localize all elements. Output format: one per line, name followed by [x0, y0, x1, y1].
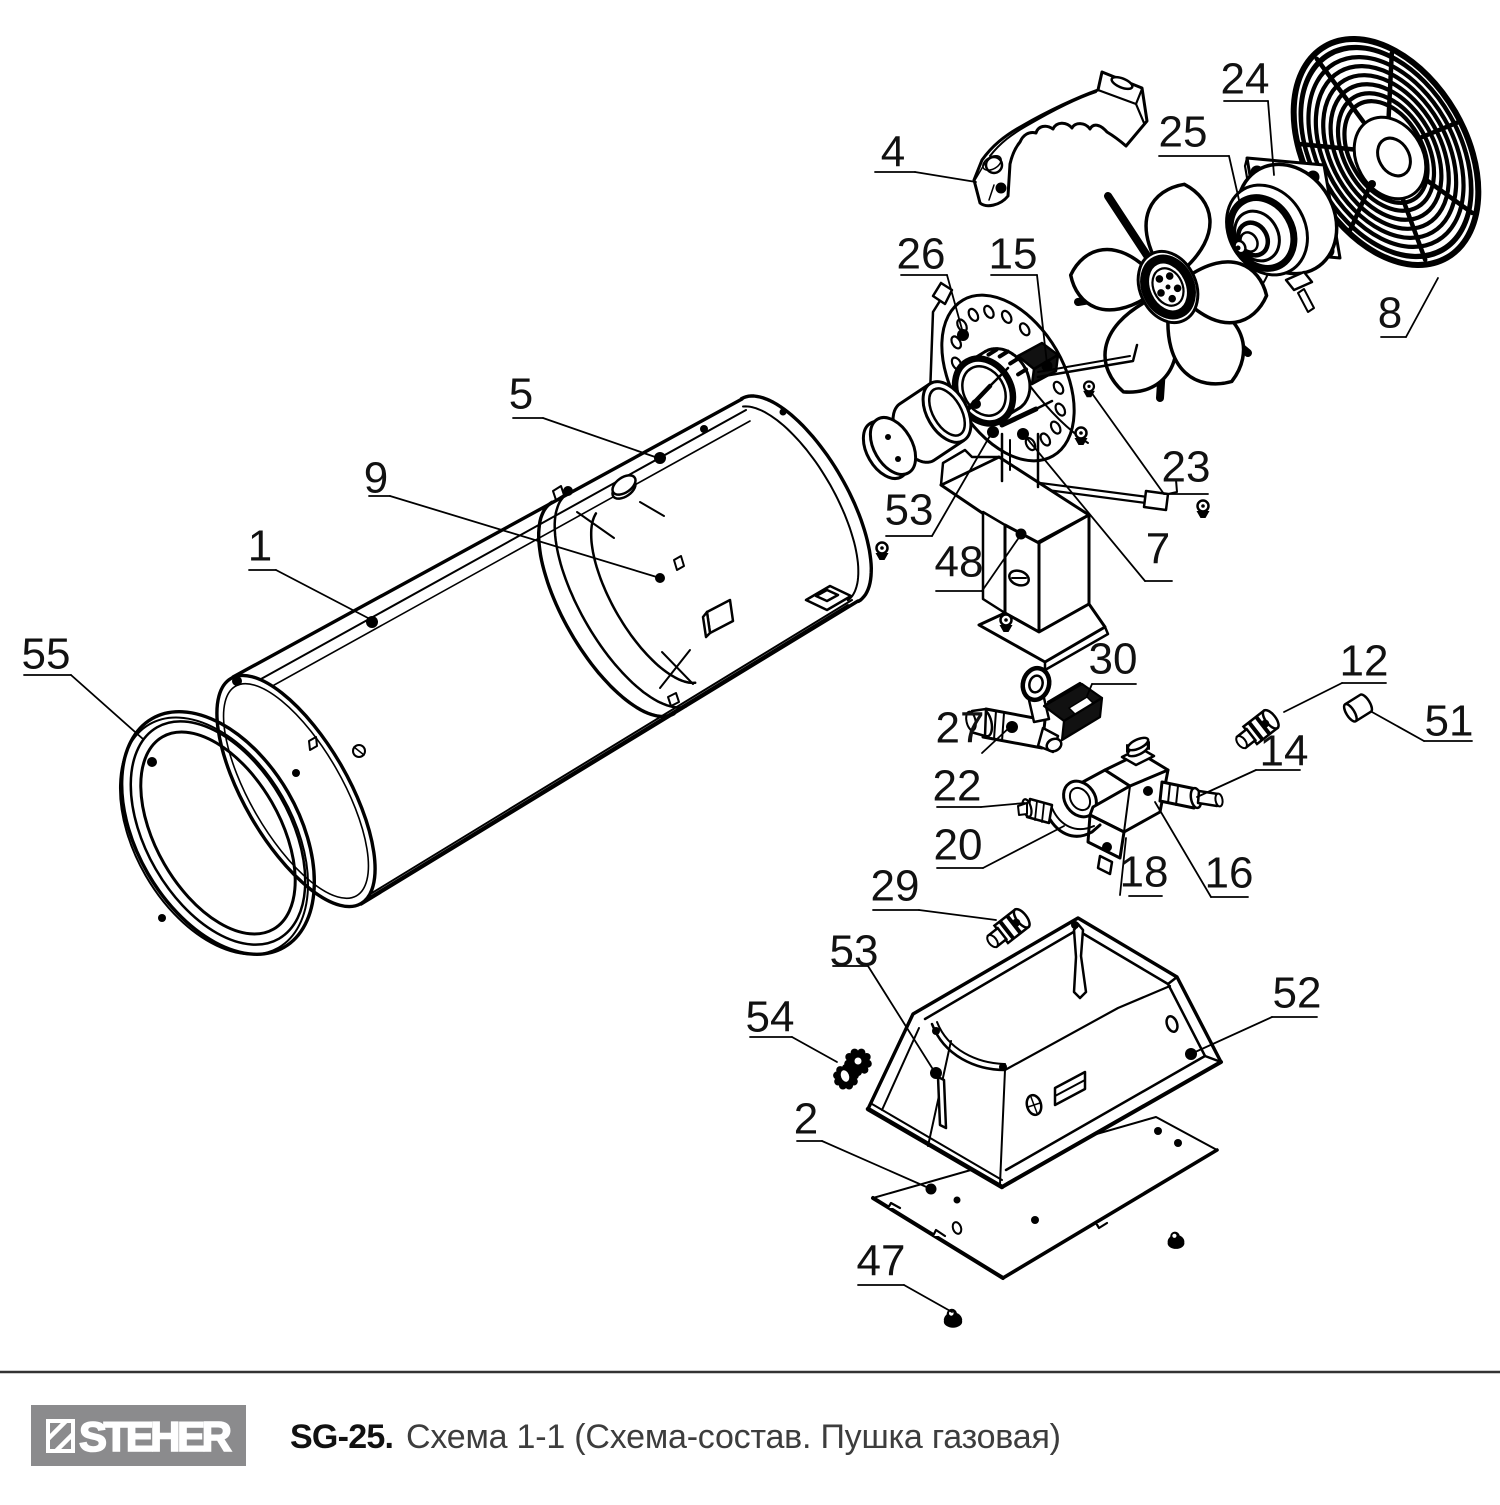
svg-text:54: 54 [746, 993, 795, 1042]
svg-text:1: 1 [248, 522, 272, 571]
svg-text:53: 53 [885, 486, 934, 535]
svg-text:53: 53 [830, 927, 879, 976]
svg-text:15: 15 [989, 230, 1038, 279]
svg-text:8: 8 [1378, 289, 1402, 338]
svg-text:51: 51 [1425, 697, 1474, 746]
svg-text:25: 25 [1159, 108, 1208, 157]
svg-text:27: 27 [936, 704, 985, 753]
svg-text:18: 18 [1120, 848, 1169, 897]
svg-text:22: 22 [933, 762, 982, 811]
svg-text:4: 4 [881, 128, 905, 177]
svg-text:STEHER: STEHER [79, 1413, 232, 1460]
svg-text:16: 16 [1205, 849, 1254, 898]
svg-text:12: 12 [1340, 637, 1389, 686]
svg-text:48: 48 [935, 538, 984, 587]
svg-text:20: 20 [934, 821, 983, 870]
svg-text:2: 2 [794, 1095, 818, 1144]
svg-text:Схема 1-1 (Схема-состав. Пушка: Схема 1-1 (Схема-состав. Пушка газовая) [406, 1418, 1061, 1456]
svg-text:9: 9 [364, 454, 388, 503]
svg-text:52: 52 [1273, 969, 1322, 1018]
svg-text:47: 47 [857, 1237, 906, 1286]
svg-text:7: 7 [1146, 525, 1170, 574]
svg-text:29: 29 [871, 862, 920, 911]
svg-text:SG-25.: SG-25. [290, 1418, 394, 1456]
svg-text:5: 5 [509, 370, 533, 419]
svg-text:26: 26 [897, 230, 946, 279]
svg-text:30: 30 [1089, 635, 1138, 684]
svg-text:23: 23 [1162, 443, 1211, 492]
svg-text:24: 24 [1221, 55, 1270, 104]
svg-text:55: 55 [22, 630, 71, 679]
svg-text:14: 14 [1260, 727, 1309, 776]
